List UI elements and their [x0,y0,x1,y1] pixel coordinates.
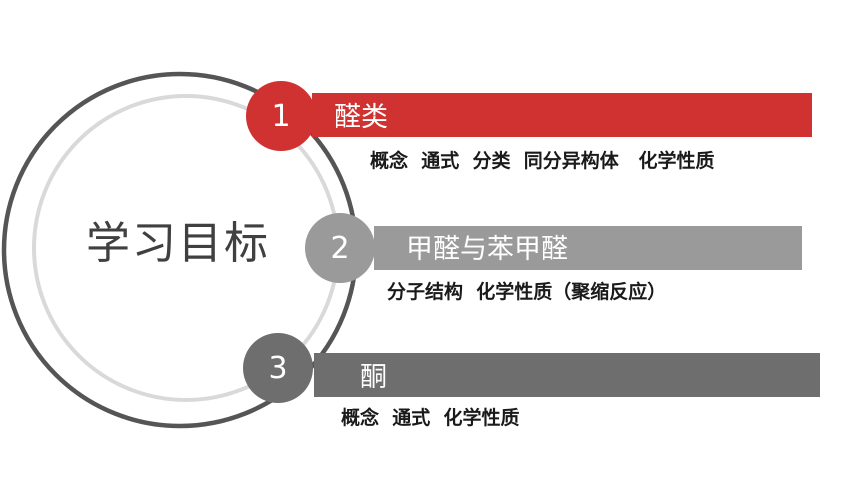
item-2-bar [374,226,802,270]
item-2-subtitle: 分子结构 化学性质（聚缩反应） [387,281,667,303]
item-1-subtitle: 概念 通式 分类 同分异构体 化学性质 [370,150,715,172]
item-3-title: 酮 [360,362,387,393]
item-1-number: 1 [246,81,316,151]
item-3-subtitle: 概念 通式 化学性质 [341,407,520,429]
item-2-number: 2 [305,213,375,283]
item-3-number: 3 [243,333,313,403]
item-2-title: 甲醛与苯甲醛 [406,234,568,265]
item-1-bar [312,93,812,137]
page-title: 学习目标 [86,218,270,269]
item-1-title: 醛类 [334,102,388,133]
item-3-bar [314,353,820,397]
